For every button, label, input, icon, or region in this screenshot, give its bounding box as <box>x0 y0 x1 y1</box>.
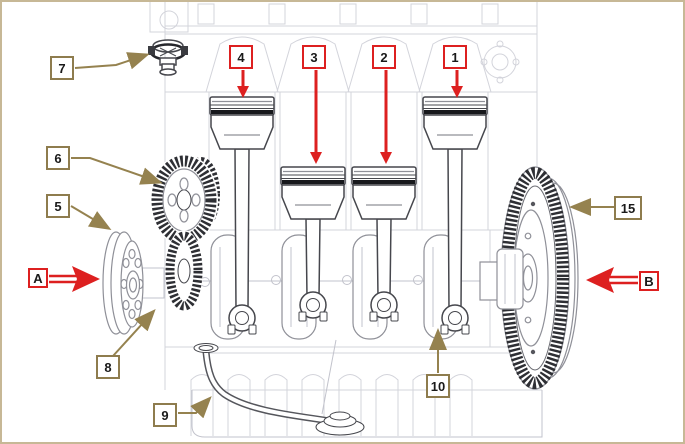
engine-block-outline <box>149 2 538 390</box>
flywheel <box>496 166 579 390</box>
callout-label: A <box>33 270 43 286</box>
callout-box-a: A <box>28 268 48 288</box>
callout-box-15: 15 <box>614 196 642 220</box>
callout-label: B <box>644 273 654 289</box>
callout-label: 9 <box>161 407 169 423</box>
callout-box-6: 6 <box>46 146 70 170</box>
direction-arrow-a <box>49 266 100 292</box>
callout-box-5: 5 <box>46 194 70 218</box>
callout-leader-lines <box>70 52 614 419</box>
callout-label: 8 <box>104 359 112 375</box>
callout-box-8: 8 <box>96 355 120 379</box>
callout-box-3: 3 <box>302 45 326 69</box>
callout-box-10: 10 <box>426 374 450 398</box>
callout-box-4: 4 <box>229 45 253 69</box>
callout-label: 15 <box>620 200 636 216</box>
callout-label: 2 <box>380 49 388 65</box>
oil-suction-pipe <box>193 343 365 436</box>
callout-label: 7 <box>58 60 66 76</box>
callout-label: 10 <box>430 378 446 394</box>
callout-label: 6 <box>54 150 62 166</box>
crankshaft-pulley <box>102 231 165 335</box>
oil-pan-outline <box>190 339 543 438</box>
thermostat <box>148 39 188 76</box>
callout-box-7: 7 <box>50 56 74 80</box>
red-callout-arrows <box>237 70 463 164</box>
callout-label: 4 <box>237 49 245 65</box>
flywheel-spacer <box>496 248 524 310</box>
callout-label: 3 <box>310 49 318 65</box>
callout-label: 5 <box>54 198 62 214</box>
timing-gears <box>150 154 220 312</box>
callout-box-1: 1 <box>443 45 467 69</box>
callout-box-9: 9 <box>153 403 177 427</box>
callout-box-2: 2 <box>372 45 396 69</box>
direction-arrow-b <box>586 267 638 293</box>
callout-box-b: B <box>639 271 659 291</box>
callout-label: 1 <box>451 49 459 65</box>
